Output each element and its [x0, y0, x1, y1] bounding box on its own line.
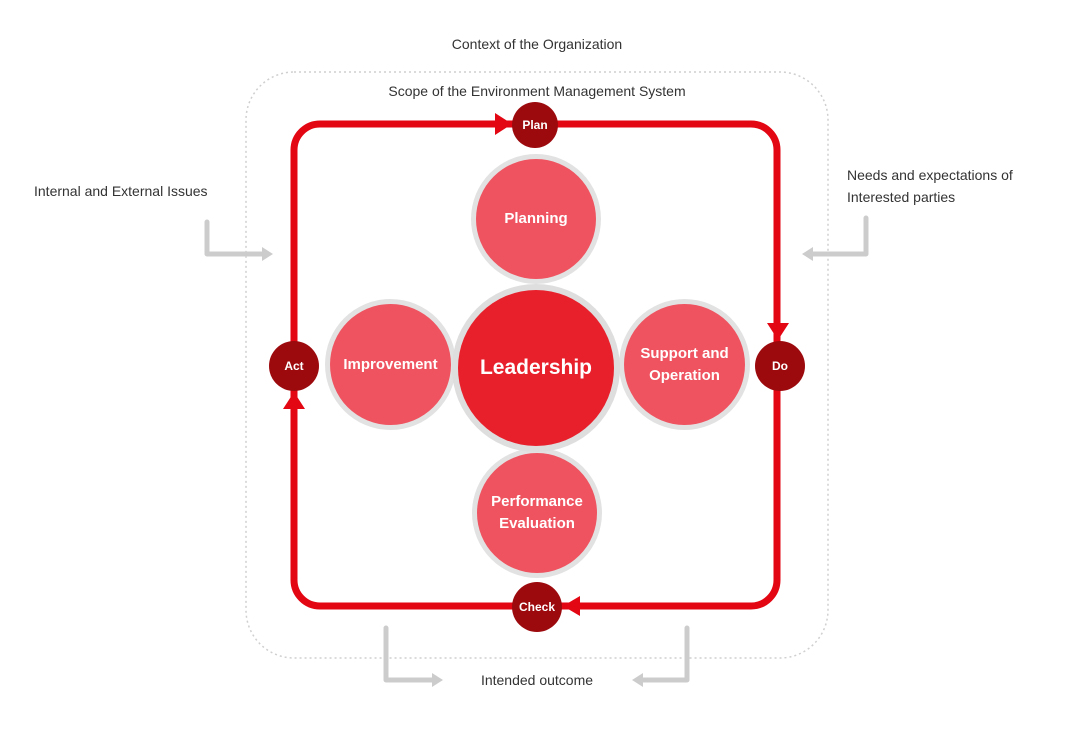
support-operation-circle: Support and Operation: [624, 304, 745, 425]
support-operation-line2: Operation: [649, 366, 720, 384]
check-node: Check: [512, 582, 562, 632]
do-node: Do: [755, 341, 805, 391]
scope-title: Scope of the Environment Management Syst…: [388, 83, 686, 99]
arrow-to-plan-icon: [495, 113, 512, 135]
planning-circle: Planning: [476, 159, 596, 279]
leadership-circle: Leadership: [458, 290, 614, 446]
input-arrow-left-icon: [204, 219, 265, 257]
do-label: Do: [772, 359, 788, 373]
input-arrow-right-head-icon: [802, 247, 813, 261]
outcome-arrow-right-icon: [640, 625, 690, 683]
arrow-to-check-icon: [563, 596, 580, 616]
context-boundary: [245, 71, 829, 659]
support-operation-line1: Support and: [640, 344, 729, 362]
input-arrow-left-head-icon: [262, 247, 273, 261]
support-operation-label: Support and Operation: [640, 343, 728, 387]
planning-label: Planning: [504, 210, 568, 227]
act-label: Act: [284, 359, 304, 373]
outcome-arrow-left-icon: [383, 625, 435, 683]
outcome-arrow-left-head-icon: [432, 673, 443, 687]
check-label: Check: [518, 600, 556, 614]
input-arrow-right-icon: [810, 215, 869, 257]
interested-parties-line1: Needs and expectations of: [847, 167, 1013, 183]
performance-evaluation-label: Performance Evaluation: [491, 491, 583, 535]
arrow-to-act-icon: [283, 392, 305, 409]
interested-parties-label: Needs and expectations of Interested par…: [847, 164, 1013, 208]
interested-parties-line2: Interested parties: [847, 189, 956, 205]
act-node: Act: [269, 341, 319, 391]
improvement-label: Improvement: [343, 355, 438, 373]
plan-label: Plan: [522, 118, 548, 132]
performance-evaluation-line2: Evaluation: [499, 515, 575, 532]
performance-evaluation-line1: Performance: [491, 493, 583, 510]
internal-external-issues-label: Internal and External Issues: [34, 183, 208, 199]
context-title: Context of the Organization: [451, 36, 623, 52]
arrow-to-do-icon: [767, 323, 789, 340]
performance-evaluation-circle: Performance Evaluation: [477, 453, 597, 573]
outcome-arrow-right-head-icon: [632, 673, 643, 687]
leadership-label: Leadership: [479, 356, 593, 379]
intended-outcome-label: Intended outcome: [480, 672, 594, 688]
plan-node: Plan: [512, 102, 558, 148]
improvement-circle: Improvement: [330, 304, 451, 425]
